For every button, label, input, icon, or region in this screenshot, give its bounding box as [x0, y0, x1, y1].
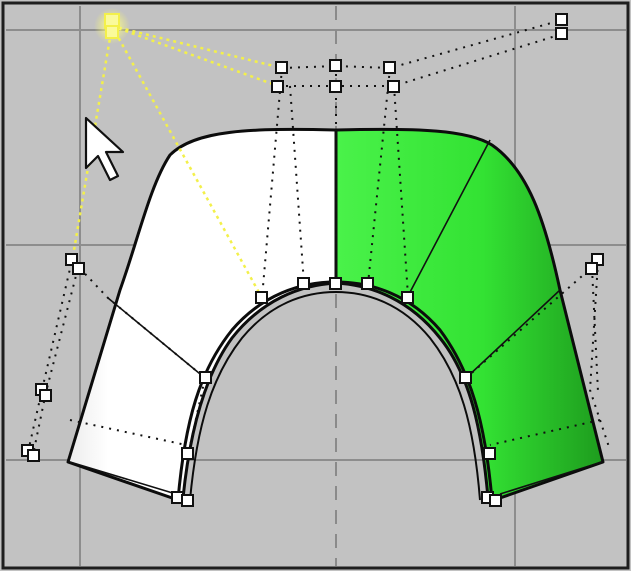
control-hull [27, 19, 611, 456]
selected-control-point[interactable] [94, 8, 130, 44]
arrow-cursor-icon [84, 116, 125, 182]
control-points[interactable] [21, 13, 604, 507]
